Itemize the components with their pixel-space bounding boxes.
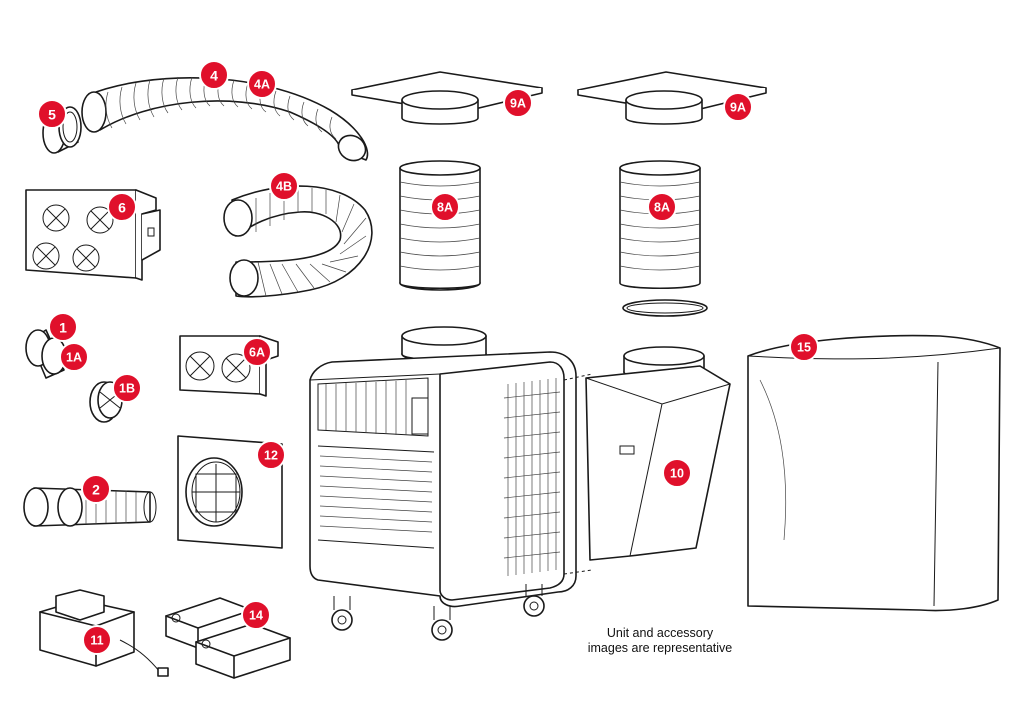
part-1b-badge: 1B — [112, 373, 142, 403]
unit-cover-drawing — [747, 334, 1001, 612]
ceiling-panel-left-drawing — [351, 71, 543, 125]
part-15-badge: 15 — [789, 332, 819, 362]
fan-grille-4-drawing — [25, 189, 161, 281]
part-9a-badge-right: 9A — [723, 92, 753, 122]
representative-note: Unit and accessory images are representa… — [560, 626, 760, 656]
part-5-badge: 5 — [37, 99, 67, 129]
part-10-badge: 10 — [662, 458, 692, 488]
plenum-drawing — [585, 346, 731, 561]
cooling-unit-drawing — [309, 326, 593, 641]
part-14-badge: 14 — [241, 600, 271, 630]
flex-duct-coiled-drawing — [223, 185, 373, 298]
part-4-badge-label: 4 — [210, 68, 218, 84]
part-12-badge-label: 12 — [264, 449, 278, 463]
drain-tanks-drawing — [165, 597, 291, 679]
part-6a-badge-label: 6A — [249, 346, 265, 360]
part-6-badge: 6 — [107, 192, 137, 222]
straight-duct-drawing — [23, 487, 157, 527]
part-10-badge-label: 10 — [670, 467, 684, 481]
part-8a-badge-right-label: 8A — [654, 201, 670, 215]
part-8a-badge-left: 8A — [430, 192, 460, 222]
part-4a-badge: 4A — [247, 69, 277, 99]
part-6-badge-label: 6 — [118, 200, 126, 216]
part-4-badge: 4 — [199, 60, 229, 90]
part-4b-badge-label: 4B — [276, 180, 292, 194]
part-4a-badge-label: 4A — [254, 78, 270, 92]
flex-duct-long-drawing — [81, 76, 369, 162]
part-1-badge-label: 1 — [59, 320, 67, 336]
part-4b-badge: 4B — [269, 171, 299, 201]
part-9a-badge-left-label: 9A — [510, 97, 526, 111]
part-12-badge: 12 — [256, 440, 286, 470]
part-1a-badge-label: 1A — [66, 351, 82, 365]
part-1-badge: 1 — [48, 312, 78, 342]
part-8a-badge-right: 8A — [647, 192, 677, 222]
part-1a-badge: 1A — [59, 342, 89, 372]
part-6a-badge: 6A — [242, 337, 272, 367]
part-11-badge: 11 — [82, 625, 112, 655]
fan-grille-2-drawing — [179, 335, 279, 397]
part-9a-badge-right-label: 9A — [730, 101, 746, 115]
cap-1b-drawing — [89, 381, 123, 423]
part-5-badge-label: 5 — [48, 107, 56, 123]
ceiling-panel-right-drawing — [577, 71, 767, 125]
part-9a-badge-left: 9A — [503, 88, 533, 118]
part-11-badge-label: 11 — [90, 634, 103, 648]
note-line-1: Unit and accessory — [606, 626, 714, 640]
part-8a-badge-left-label: 8A — [437, 201, 453, 215]
part-2-badge-label: 2 — [92, 482, 100, 498]
window-panel-drawing — [177, 435, 283, 549]
part-1b-badge-label: 1B — [119, 382, 135, 396]
part-14-badge-label: 14 — [249, 609, 263, 623]
badge-layer: 5 4 4A 9A 9A 6 4B 8A 8A 1 1A 6A 15 1B 12 10 2 11 14 — [37, 60, 819, 655]
part-15-badge-label: 15 — [797, 341, 811, 355]
duct-sleeve-left-drawing — [399, 160, 481, 291]
duct-sleeve-right-drawing — [619, 160, 708, 317]
part-2-badge: 2 — [81, 474, 111, 504]
note-line-2: images are representative — [587, 641, 733, 655]
